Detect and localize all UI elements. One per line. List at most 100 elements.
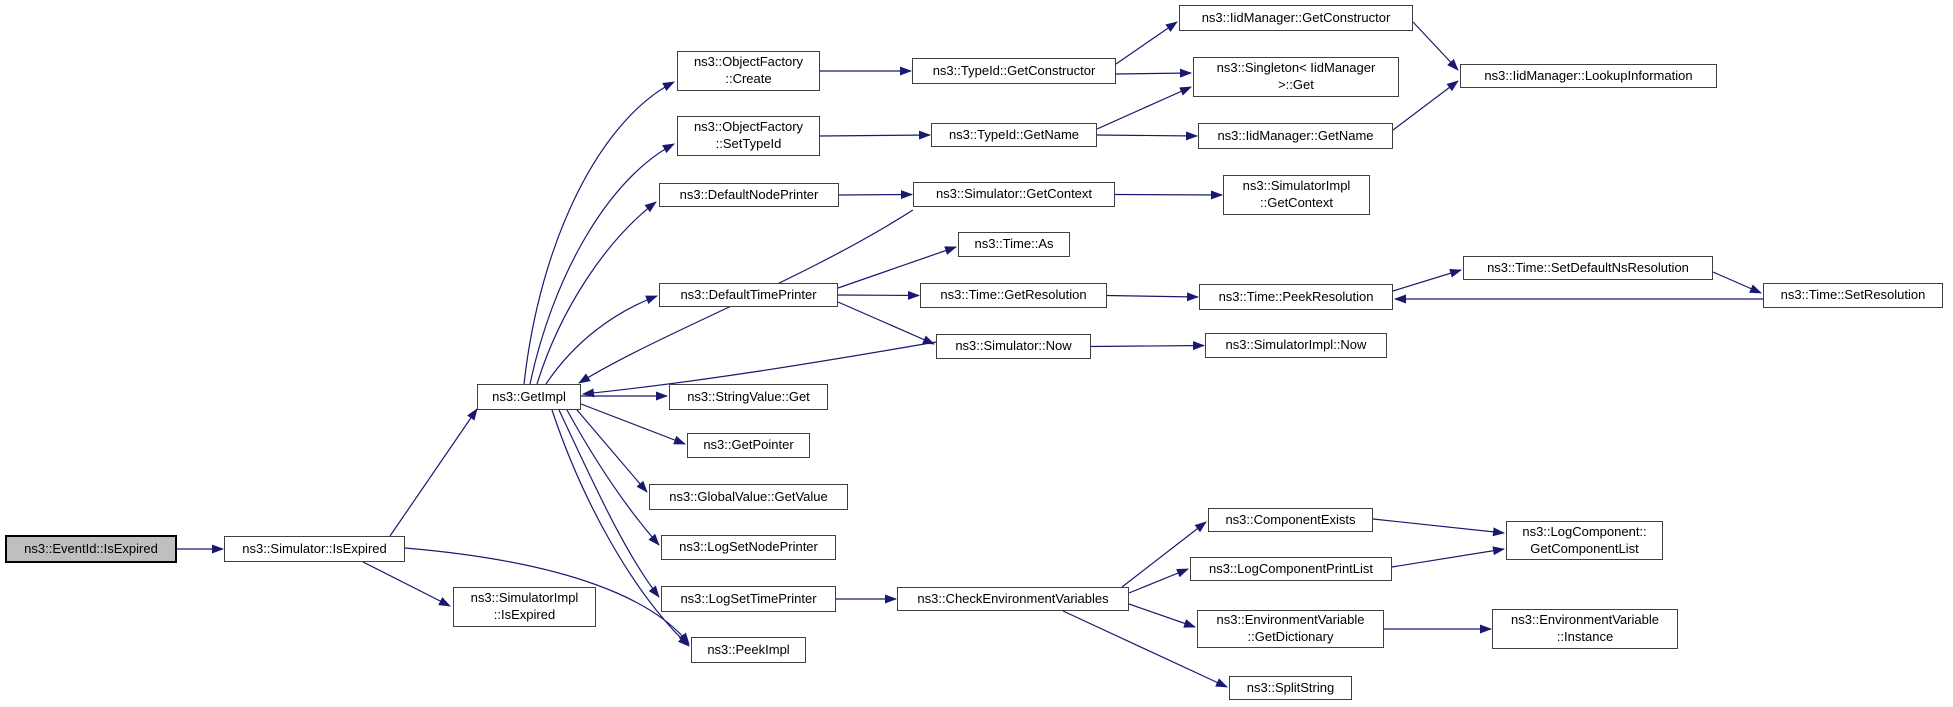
edge-objectfactory-settypeid-to-typeid-getname <box>819 130 931 140</box>
node-label: ns3::PeekImpl <box>707 641 790 657</box>
edge-typeid-getname-to-singleton-iidmanager-get <box>1096 86 1192 130</box>
node-label: ns3::LogSetTimePrinter <box>680 590 817 606</box>
node-simulator-now[interactable]: ns3::Simulator::Now <box>936 334 1091 359</box>
node-getimpl[interactable]: ns3::GetImpl <box>477 384 581 410</box>
edge-checkenvironmentvariables-to-splitstring <box>1062 610 1228 688</box>
node-label: ns3::StringValue::Get <box>687 388 810 404</box>
edge-iidmanager-getname-to-iidmanager-lookupinformation <box>1392 80 1459 131</box>
edge-typeid-getname-to-iidmanager-getname <box>1096 131 1198 141</box>
node-simulatorimpl-getcontext[interactable]: ns3::SimulatorImpl::GetContext <box>1223 175 1370 215</box>
node-typeid-getconstructor[interactable]: ns3::TypeId::GetConstructor <box>912 58 1116 84</box>
edge-checkenvironmentvariables-to-environmentvariable-getdictionary <box>1128 603 1196 628</box>
node-time-setresolution[interactable]: ns3::Time::SetResolution <box>1763 283 1943 308</box>
node-simulator-isexpired[interactable]: ns3::Simulator::IsExpired <box>224 536 405 562</box>
edge-simulator-isexpired-to-simulatorimpl-isexpired <box>362 561 451 607</box>
node-logcomponent-getcomponentlist[interactable]: ns3::LogComponent::GetComponentList <box>1506 521 1663 560</box>
node-time-peekresolution[interactable]: ns3::Time::PeekResolution <box>1199 284 1393 310</box>
node-checkenvironmentvariables[interactable]: ns3::CheckEnvironmentVariables <box>897 587 1129 611</box>
node-time-as[interactable]: ns3::Time::As <box>958 232 1070 257</box>
edge-getimpl-to-defaulttimeprinter <box>545 295 658 385</box>
node-label: ns3::ComponentExists <box>1225 511 1356 527</box>
node-time-setdefaultnsresolution[interactable]: ns3::Time::SetDefaultNsResolution <box>1463 256 1713 280</box>
node-label: ns3::LogComponentPrintList <box>1208 560 1374 576</box>
node-iidmanager-getname[interactable]: ns3::IidManager::GetName <box>1198 123 1393 149</box>
node-label: ns3::Time::SetDefaultNsResolution <box>1487 259 1689 275</box>
node-label: ns3::Time::PeekResolution <box>1218 288 1374 304</box>
node-objectfactory-create[interactable]: ns3::ObjectFactory::Create <box>677 51 820 91</box>
node-stringvalue-get[interactable]: ns3::StringValue::Get <box>669 384 828 410</box>
edge-getimpl-to-defaultnodeprinter <box>536 201 657 385</box>
edge-time-setdefaultnsresolution-to-time-setresolution <box>1712 271 1762 294</box>
node-label: ns3::GlobalValue::GetValue <box>669 488 828 504</box>
node-simulatorimpl-isexpired[interactable]: ns3::SimulatorImpl::IsExpired <box>453 587 596 627</box>
edge-time-peekresolution-to-time-setdefaultnsresolution <box>1392 268 1462 292</box>
node-label: ns3::GetPointer <box>703 437 794 453</box>
node-label: ns3::ObjectFactory::Create <box>693 54 804 86</box>
node-peekimpl[interactable]: ns3::PeekImpl <box>691 637 806 663</box>
node-label: ns3::Simulator::GetContext <box>935 186 1093 202</box>
node-label: ns3::Singleton< IidManager>::Get <box>1216 60 1376 92</box>
node-label: ns3::SplitString <box>1246 679 1335 695</box>
node-simulator-getcontext[interactable]: ns3::Simulator::GetContext <box>913 182 1115 207</box>
node-label: ns3::LogComponent::GetComponentList <box>1522 523 1647 556</box>
node-label: ns3::CheckEnvironmentVariables <box>917 590 1109 606</box>
node-label: ns3::EnvironmentVariable::GetDictionary <box>1216 612 1365 644</box>
node-label: ns3::Simulator::IsExpired <box>242 540 387 556</box>
node-iidmanager-getconstructor[interactable]: ns3::IidManager::GetConstructor <box>1179 5 1413 31</box>
edge-defaultnodeprinter-to-simulator-getcontext <box>838 190 913 200</box>
node-defaultnodeprinter[interactable]: ns3::DefaultNodePrinter <box>659 183 839 207</box>
node-globalvalue-getvalue[interactable]: ns3::GlobalValue::GetValue <box>649 484 848 510</box>
node-simulatorimpl-now[interactable]: ns3::SimulatorImpl::Now <box>1205 333 1387 358</box>
node-label: ns3::EventId::IsExpired <box>24 540 158 556</box>
edge-defaulttimeprinter-to-simulator-now <box>837 301 935 345</box>
node-label: ns3::IidManager::GetName <box>1217 127 1374 143</box>
node-label: ns3::Time::SetResolution <box>1780 287 1926 303</box>
node-label: ns3::IidManager::LookupInformation <box>1484 67 1693 83</box>
node-iidmanager-lookupinformation[interactable]: ns3::IidManager::LookupInformation <box>1460 64 1717 88</box>
node-label: ns3::Time::GetResolution <box>940 287 1087 303</box>
node-label: ns3::TypeId::GetConstructor <box>932 62 1096 78</box>
node-label: ns3::GetImpl <box>492 388 566 404</box>
node-typeid-getname[interactable]: ns3::TypeId::GetName <box>931 123 1097 147</box>
edge-getimpl-to-peekimpl <box>551 409 690 647</box>
node-label: ns3::Time::As <box>974 236 1054 252</box>
edge-checkenvironmentvariables-to-logcomponentprintlist <box>1128 568 1189 594</box>
node-objectfactory-settypeid[interactable]: ns3::ObjectFactory::SetTypeId <box>677 116 820 156</box>
edge-time-getresolution-to-time-peekresolution <box>1106 292 1199 302</box>
node-label: ns3::LogSetNodePrinter <box>679 539 818 555</box>
edge-getimpl-to-logsettimeprinter <box>558 409 660 598</box>
node-label: ns3::SimulatorImpl::Now <box>1225 337 1367 353</box>
edge-checkenvironmentvariables-to-componentexists <box>1121 521 1207 588</box>
node-environmentvariable-instance[interactable]: ns3::EnvironmentVariable::Instance <box>1492 609 1678 649</box>
edge-getimpl-to-objectfactory-create <box>523 81 675 385</box>
edge-simulator-now-to-getimpl <box>582 341 937 398</box>
node-getpointer[interactable]: ns3::GetPointer <box>687 433 810 458</box>
edge-getimpl-to-objectfactory-settypeid <box>529 143 675 385</box>
edge-defaulttimeprinter-to-time-getresolution <box>837 290 920 300</box>
node-splitstring[interactable]: ns3::SplitString <box>1229 676 1352 700</box>
edge-typeid-getconstructor-to-iidmanager-getconstructor <box>1115 21 1178 65</box>
edge-simulator-getcontext-to-simulatorimpl-getcontext <box>1114 190 1223 200</box>
node-environmentvariable-getdictionary[interactable]: ns3::EnvironmentVariable::GetDictionary <box>1197 610 1384 648</box>
node-eventid-isexpired: ns3::EventId::IsExpired <box>5 535 177 563</box>
node-label: ns3::TypeId::GetName <box>948 126 1080 142</box>
edge-getimpl-to-getpointer <box>580 403 686 445</box>
edge-typeid-getconstructor-to-singleton-iidmanager-get <box>1115 68 1192 78</box>
edge-componentexists-to-logcomponent-getcomponentlist <box>1372 518 1505 537</box>
node-label: ns3::SimulatorImpl::GetContext <box>1242 178 1351 210</box>
node-defaulttimeprinter[interactable]: ns3::DefaultTimePrinter <box>659 283 838 307</box>
node-label: ns3::IidManager::GetConstructor <box>1201 9 1391 25</box>
node-logsetnodeprinter[interactable]: ns3::LogSetNodePrinter <box>661 535 836 560</box>
edge-simulator-now-to-simulatorimpl-now <box>1090 341 1205 351</box>
edge-iidmanager-getconstructor-to-iidmanager-lookupinformation <box>1412 21 1459 71</box>
node-logsettimeprinter[interactable]: ns3::LogSetTimePrinter <box>661 586 836 612</box>
node-logcomponentprintlist[interactable]: ns3::LogComponentPrintList <box>1190 557 1392 581</box>
node-label: ns3::Simulator::Now <box>955 338 1072 354</box>
node-componentexists[interactable]: ns3::ComponentExists <box>1208 508 1373 532</box>
node-time-getresolution[interactable]: ns3::Time::GetResolution <box>920 283 1107 308</box>
edge-defaulttimeprinter-to-time-as <box>837 246 957 289</box>
node-label: ns3::DefaultNodePrinter <box>679 186 819 202</box>
node-singleton-iidmanager-get[interactable]: ns3::Singleton< IidManager>::Get <box>1193 57 1399 97</box>
